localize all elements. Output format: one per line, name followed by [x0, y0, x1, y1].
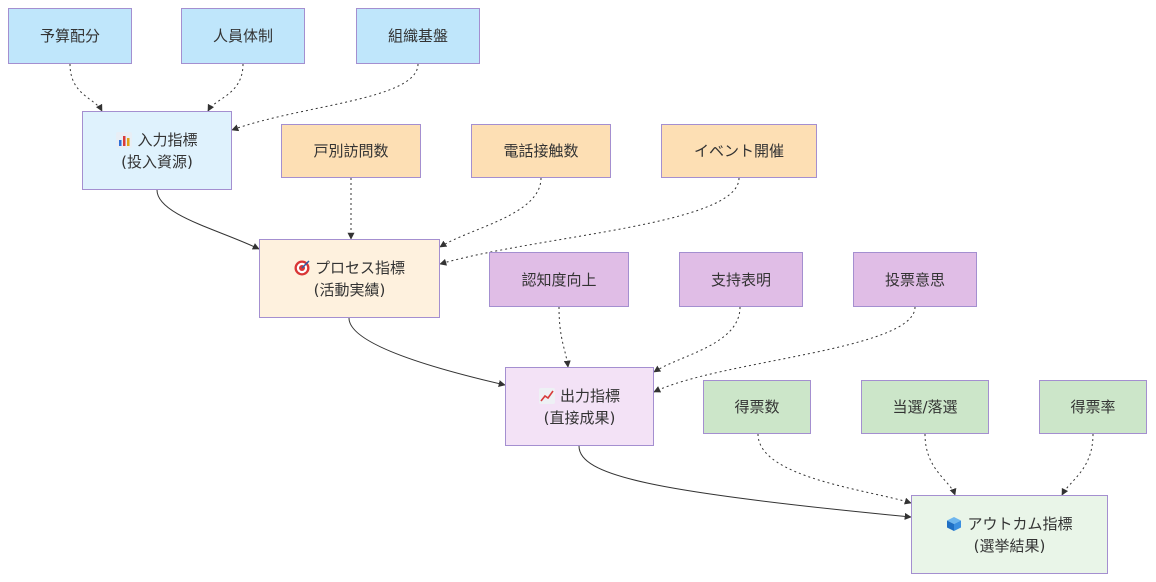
- indicator-subtitle: (投入資源): [121, 152, 193, 171]
- node-label: 認知度向上: [521, 270, 597, 289]
- indicator-title: 出力指標: [559, 386, 620, 405]
- edge-outcome-1: [757, 433, 912, 505]
- edge-process-to-output: [348, 317, 506, 387]
- activity-node-door-to-door: 戸別訪問数: [281, 124, 421, 178]
- edge-outcome-3: [1061, 433, 1094, 496]
- indicator-subtitle: (直接成果): [543, 408, 616, 427]
- node-label: 組織基盤: [387, 27, 448, 45]
- indicator-title: アウトカム指標: [967, 514, 1073, 533]
- node-label: 戸別訪問数: [313, 142, 389, 160]
- indicator-title: 入力指標: [137, 130, 198, 149]
- input-indicator-node: 入力指標 (投入資源): [82, 111, 232, 190]
- edge-output-to-outcome: [578, 445, 912, 520]
- indicator-subtitle: (活動実績): [313, 280, 386, 299]
- trend-chart-icon: [538, 387, 555, 404]
- edge-activity-2: [439, 177, 542, 248]
- edge-activity-3: [439, 177, 740, 266]
- activity-node-phone-contact: 電話接触数: [471, 124, 611, 178]
- outcome-node-win-lose: 当選/落選: [861, 380, 989, 434]
- output-indicator-node: 出力指標 (直接成果): [505, 367, 654, 446]
- edge-outcome-2: [924, 433, 957, 496]
- bar-chart-icon: [116, 131, 133, 148]
- output-node-support: 支持表明: [679, 252, 803, 307]
- output-node-vote-intention: 投票意思: [853, 252, 977, 307]
- node-label: 投票意思: [884, 270, 945, 289]
- input-node-organization: 組織基盤: [356, 8, 480, 64]
- cube-icon: [946, 516, 962, 532]
- output-node-awareness: 認知度向上: [489, 252, 629, 307]
- edge-output-3: [653, 306, 916, 393]
- node-label: 得票率: [1070, 398, 1116, 416]
- node-label: 得票数: [734, 398, 780, 416]
- node-label: 人員体制: [212, 27, 273, 45]
- edge-input-3: [231, 63, 419, 132]
- edge-input-to-process: [156, 189, 260, 250]
- edge-input-1: [69, 63, 103, 112]
- edge-output-1: [558, 306, 571, 368]
- outcome-node-vote-share: 得票率: [1039, 380, 1147, 434]
- indicator-subtitle: (選挙結果): [973, 536, 1046, 555]
- node-label: 当選/落選: [892, 398, 958, 416]
- edge-input-2: [207, 63, 244, 112]
- edge-output-2: [653, 306, 741, 373]
- activity-node-events: イベント開催: [661, 124, 817, 178]
- indicator-title: プロセス指標: [314, 258, 405, 277]
- process-indicator-node: プロセス指標 (活動実績): [259, 239, 440, 318]
- node-label: 予算配分: [39, 27, 100, 45]
- outcome-indicator-node: アウトカム指標 (選挙結果): [911, 495, 1108, 574]
- input-node-staff: 人員体制: [181, 8, 305, 64]
- target-icon: [294, 259, 310, 276]
- node-label: イベント開催: [693, 142, 784, 160]
- outcome-node-votes: 得票数: [703, 380, 811, 434]
- input-node-budget: 予算配分: [8, 8, 132, 64]
- node-label: 支持表明: [710, 270, 771, 289]
- node-label: 電話接触数: [503, 142, 579, 160]
